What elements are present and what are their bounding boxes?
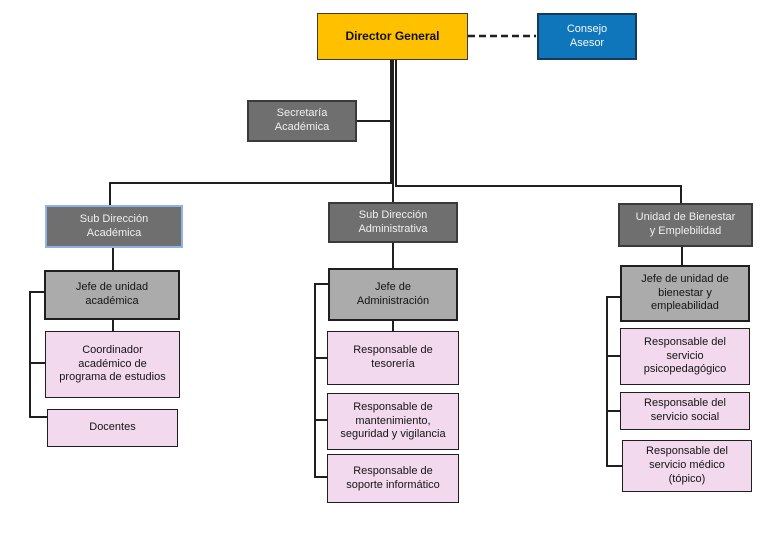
node-responsable-medico[interactable]: Responsable del servicio médico (tópico) xyxy=(622,440,752,492)
node-consejo-asesor[interactable]: Consejo Asesor xyxy=(537,13,637,60)
bracket-left-column xyxy=(29,291,47,418)
node-director-general[interactable]: Director General xyxy=(317,13,468,60)
node-secretaria-academica[interactable]: Secretaría Académica xyxy=(247,100,357,142)
node-sub-direccion-academica[interactable]: Sub Dirección Académica xyxy=(45,205,183,248)
node-docentes[interactable]: Docentes xyxy=(47,409,178,447)
node-coordinador-academico[interactable]: Coordinador académico de programa de est… xyxy=(45,331,180,398)
node-responsable-social[interactable]: Responsable del servicio social xyxy=(620,392,750,430)
node-jefe-bienestar[interactable]: Jefe de unidad de bienestar y empleabili… xyxy=(620,265,750,322)
node-responsable-tesoreria[interactable]: Responsable de tesorería xyxy=(327,331,459,385)
node-jefe-administracion[interactable]: Jefe de Administración xyxy=(328,268,458,321)
node-jefe-unidad-academica[interactable]: Jefe de unidad académica xyxy=(44,270,180,320)
node-responsable-soporte[interactable]: Responsable de soporte informático xyxy=(327,454,459,503)
node-unidad-bienestar[interactable]: Unidad de Bienestar y Emplebilidad xyxy=(618,203,753,247)
node-sub-direccion-administrativa[interactable]: Sub Dirección Administrativa xyxy=(328,202,458,243)
node-responsable-mantenimiento[interactable]: Responsable de mantenimiento, seguridad … xyxy=(327,393,459,450)
bracket-right-column xyxy=(606,296,622,467)
node-responsable-psicopedagogico[interactable]: Responsable del servicio psicopedagógico xyxy=(620,328,750,385)
connector-director-right-branch xyxy=(395,60,682,204)
bracket-middle-column xyxy=(314,283,328,478)
